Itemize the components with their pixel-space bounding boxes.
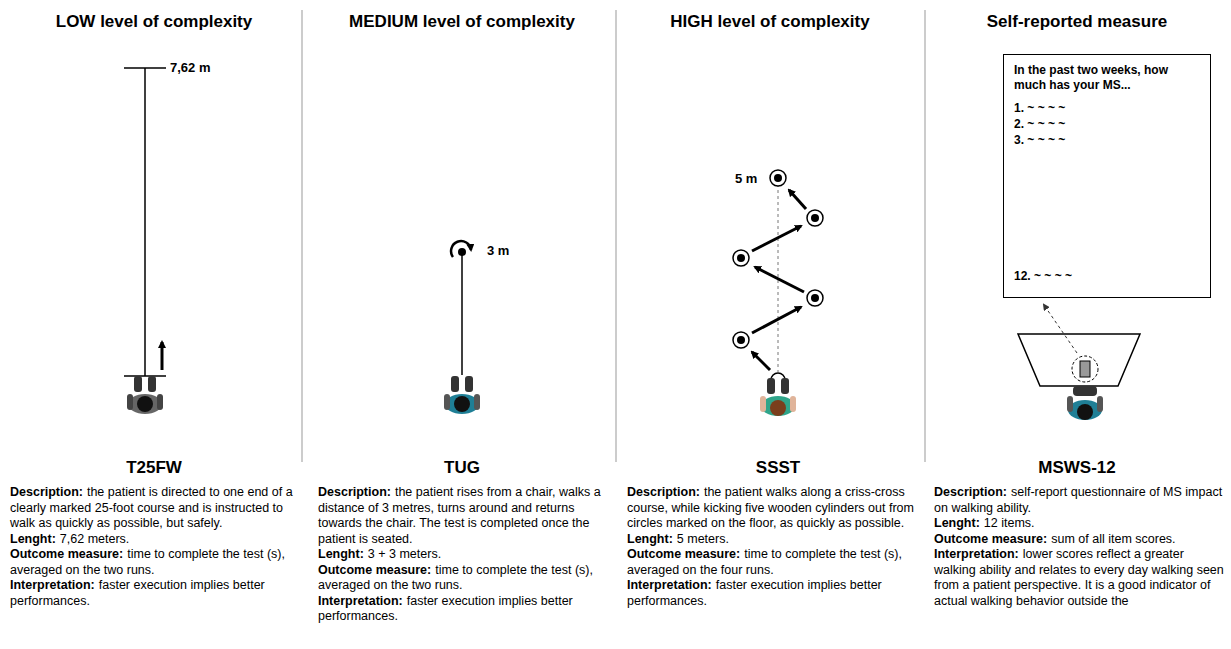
field-label: Outcome measure: <box>934 532 1047 546</box>
field-text: sum of all item scores. <box>1051 532 1175 546</box>
test-name: TUG <box>444 458 480 478</box>
description-block: Description:self-report questionnaire of… <box>934 485 1224 609</box>
description-line: Description:the patient walks along a cr… <box>627 485 917 532</box>
field-label: Outcome measure: <box>318 563 431 577</box>
field-label: Description: <box>318 485 391 499</box>
field-label: Description: <box>627 485 700 499</box>
field-label: Interpretation: <box>627 578 712 592</box>
person-icon <box>127 376 1103 420</box>
field-label: Lenght: <box>10 532 56 546</box>
description-line: Description:self-report questionnaire of… <box>934 485 1224 516</box>
description-line: Description:the patient is directed to o… <box>10 485 300 532</box>
description-block: Description:the patient walks along a cr… <box>627 485 917 609</box>
field-label: Interpretation: <box>934 547 1019 561</box>
dimension-label: 5 m <box>735 171 757 186</box>
field-label: Lenght: <box>934 516 980 530</box>
walking-course <box>124 68 166 376</box>
dimension-label: 3 m <box>487 243 509 258</box>
column-heading: LOW level of complexity <box>56 12 253 32</box>
dimension-label: 7,62 m <box>170 60 210 75</box>
description-line: Interpretation:faster execution implies … <box>318 594 608 625</box>
test-name: MSWS-12 <box>1038 458 1115 478</box>
field-text: 12 items. <box>984 516 1035 530</box>
field-text: 3 + 3 meters. <box>368 547 441 561</box>
questionnaire-item: 1. ~ ~ ~ ~ <box>1014 101 1065 115</box>
field-label: Description: <box>934 485 1007 499</box>
field-label: Interpretation: <box>318 594 403 608</box>
description-line: Outcome measure:time to complete the tes… <box>627 547 917 578</box>
description-line: Lenght: 12 items. <box>934 516 1224 532</box>
column-heading: MEDIUM level of complexity <box>349 12 575 32</box>
column-heading: Self-reported measure <box>987 12 1167 32</box>
field-label: Interpretation: <box>10 578 95 592</box>
tug-course <box>451 241 471 375</box>
description-line: Lenght: 3 + 3 meters. <box>318 547 608 563</box>
description-line: Lenght: 5 meters. <box>627 532 917 548</box>
field-label: Outcome measure: <box>10 547 123 561</box>
description-line: Outcome measure:time to complete the tes… <box>318 563 608 594</box>
description-line: Lenght: 7,62 meters. <box>10 532 300 548</box>
column-divider <box>302 10 925 462</box>
description-line: Outcome measure:time to complete the tes… <box>10 547 300 578</box>
field-text: 5 meters. <box>677 532 729 546</box>
field-label: Lenght: <box>627 532 673 546</box>
description-line: Interpretation:faster execution implies … <box>10 578 300 609</box>
test-name: SSST <box>756 458 800 478</box>
questionnaire-item: 12. ~ ~ ~ ~ <box>1014 269 1072 283</box>
questionnaire-card: In the past two weeks, how much has your… <box>1003 54 1211 298</box>
field-text: 7,62 meters. <box>60 532 129 546</box>
field-label: Lenght: <box>318 547 364 561</box>
test-name: T25FW <box>126 458 182 478</box>
column-heading: HIGH level of complexity <box>670 12 869 32</box>
description-block: Description:the patient rises from a cha… <box>318 485 608 625</box>
field-label: Description: <box>10 485 83 499</box>
questionnaire-item: 2. ~ ~ ~ ~ <box>1014 117 1065 131</box>
description-line: Interpretation:lower scores reflect a gr… <box>934 547 1224 609</box>
description-block: Description:the patient is directed to o… <box>10 485 300 609</box>
questionnaire-heading: In the past two weeks, how much has your… <box>1014 63 1184 93</box>
description-line: Outcome measure: sum of all item scores. <box>934 532 1224 548</box>
questionnaire-item: 3. ~ ~ ~ ~ <box>1014 133 1065 147</box>
description-line: Description:the patient rises from a cha… <box>318 485 608 547</box>
field-label: Outcome measure: <box>627 547 740 561</box>
description-line: Interpretation:faster execution implies … <box>627 578 917 609</box>
criss-cross-course <box>733 170 823 380</box>
